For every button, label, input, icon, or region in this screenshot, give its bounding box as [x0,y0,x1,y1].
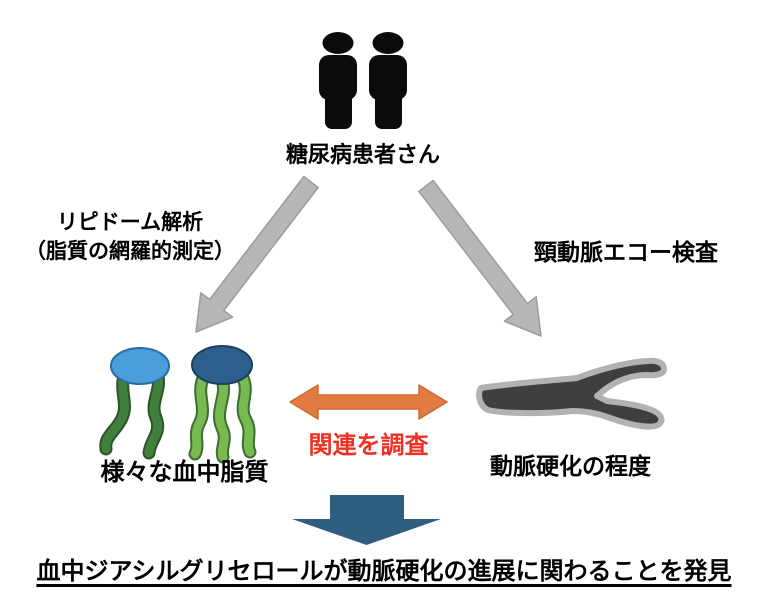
artery-label: 動脈硬化の程度 [490,453,651,479]
patients-label: 糖尿病患者さん [285,142,440,167]
left-method-line2: （脂質の網羅的測定） [25,239,235,263]
person-torso [369,55,407,100]
lipid-tail [238,373,255,457]
people-icon [319,32,407,129]
person-torso [319,55,357,100]
person-legs [375,92,402,129]
lipid-head-light [110,347,170,385]
diagonal-arrow-down-left-icon [195,175,319,333]
person-head [372,32,404,54]
left-method-label: リピドーム解析 （脂質の網羅的測定） [14,209,246,267]
lipid-tail [214,375,229,462]
conclusion-text: 血中ジアシルグリセロールが動脈硬化の進展に関わることを発見 [36,558,732,585]
diagonal-arrow-down-right-icon [418,179,542,337]
artery-icon [476,357,667,430]
conclusion-label: 血中ジアシルグリセロールが動脈硬化の進展に関わることを発見 [0,556,768,587]
person-head [322,32,354,54]
relation-label: 関連を調査 [308,432,429,459]
lipids-label: 様々な血中脂質 [100,459,269,486]
lipid-head-dark [191,345,253,385]
down-arrow-icon [292,495,441,545]
double-headed-arrow-icon [289,384,448,420]
lipid-tail [101,367,130,454]
person-legs [325,92,352,129]
lipid-molecules-icon [99,345,257,464]
lipid-tail [144,367,163,458]
lipid-tail [190,373,208,459]
left-method-line1: リピドーム解析 [56,211,204,234]
right-method-label: 頸動脈エコー検査 [534,239,718,265]
